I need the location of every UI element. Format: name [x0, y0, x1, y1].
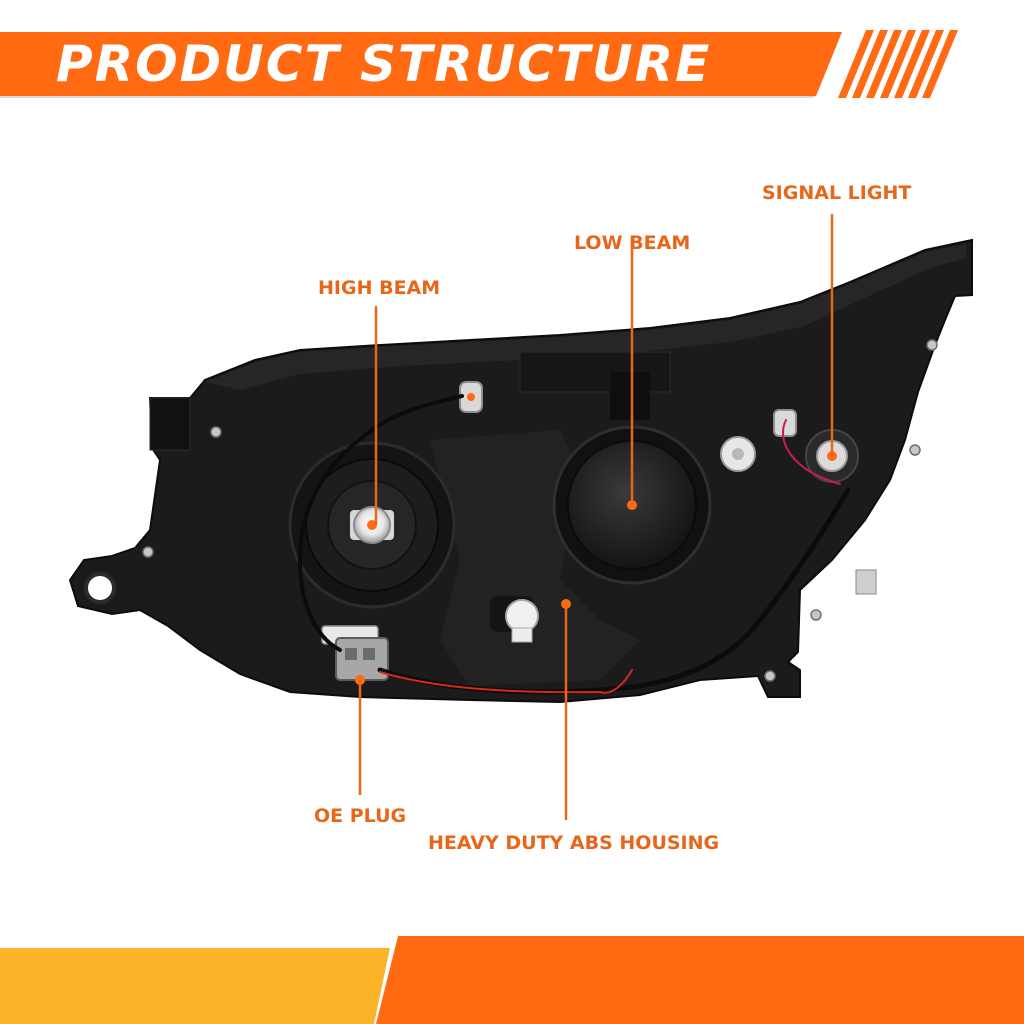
- housing-dot: [561, 599, 571, 609]
- housing-top-rim: [205, 244, 966, 390]
- footer-orange-bar: [376, 936, 1024, 1024]
- footer-bars: [0, 936, 1024, 1024]
- screws: [142, 339, 938, 682]
- mount-tab: [149, 397, 191, 451]
- high-beam-label: HIGH BEAM: [318, 277, 441, 299]
- high-beam-assembly: [288, 441, 456, 609]
- signal-light-label: SIGNAL LIGHT: [762, 182, 912, 204]
- wiring-harness: [297, 394, 851, 695]
- upper-duct-slot: [610, 372, 650, 420]
- page-title: PRODUCT STRUCTURE: [56, 35, 712, 93]
- banner-stripes: [838, 30, 958, 98]
- callout-lines: [358, 214, 834, 820]
- mount-hole: [84, 572, 116, 604]
- housing-label: HEAVY DUTY ABS HOUSING: [428, 832, 720, 854]
- footer-yellow-bar: [0, 948, 390, 1024]
- side-clip: [855, 569, 877, 595]
- low-beam-label: LOW BEAM: [574, 232, 691, 254]
- banner-bar: [0, 32, 842, 96]
- oe-plug-connector: [321, 625, 389, 685]
- header-banner: [0, 30, 958, 98]
- oe-plug-label: OE PLUG: [314, 805, 407, 827]
- housing-center-panel: [430, 430, 640, 686]
- leveling-adjuster: [490, 596, 539, 643]
- banner-shadow: [0, 96, 816, 98]
